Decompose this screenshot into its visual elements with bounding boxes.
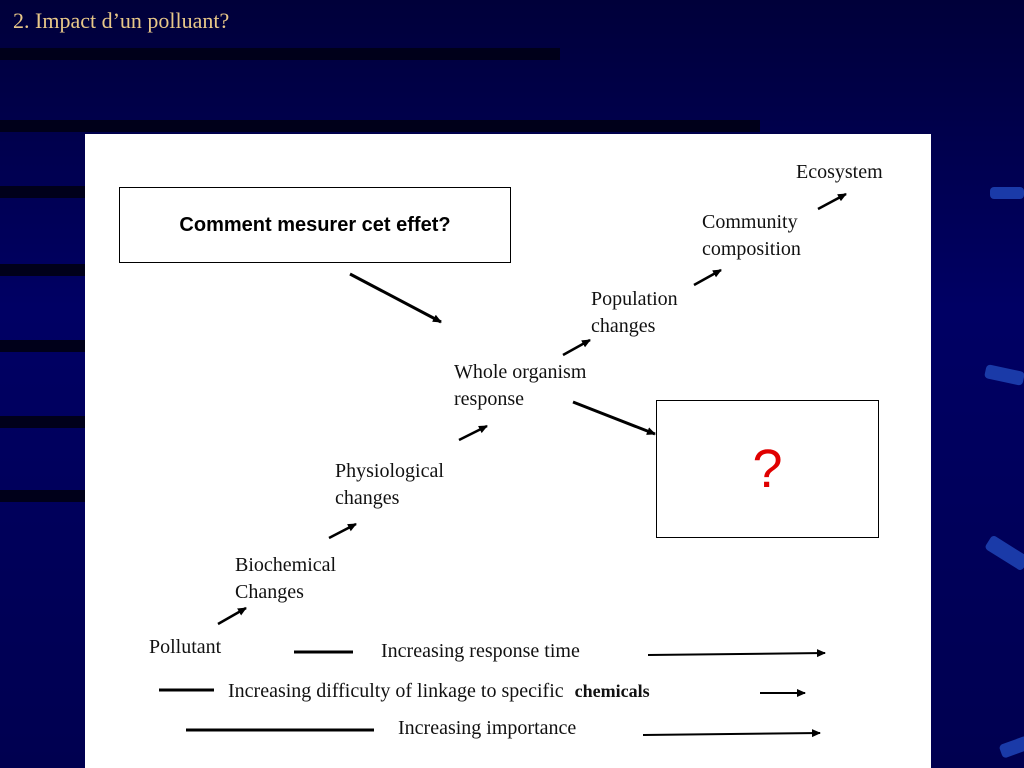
- stage-label: composition: [702, 238, 801, 260]
- stage-label: Physiological: [335, 460, 444, 482]
- arrows-layer: [159, 192, 847, 738]
- stage-label: changes: [591, 315, 656, 337]
- stage-label: Pollutant: [149, 636, 222, 658]
- slide-title: 2. Impact d’un polluant?: [13, 8, 230, 33]
- linkage-text: Increasing difficulty of linkage to spec…: [228, 680, 564, 702]
- stage-label: Whole organism: [454, 361, 587, 383]
- stage-label: Community: [702, 211, 798, 233]
- background-stripe: [0, 264, 85, 276]
- linkage-chemicals-text: chemicals: [574, 681, 650, 701]
- stage-whole-organism: Whole organism response: [454, 359, 586, 413]
- response-time-arrow: [647, 649, 826, 658]
- response-time-label: Increasing response time: [381, 640, 580, 662]
- stage-physiological: Physiological changes: [335, 458, 444, 512]
- background-stripe: [0, 186, 85, 198]
- diagram-panel: Pollutant Biochemical Changes Physiologi…: [85, 134, 931, 768]
- step-arrow: [328, 522, 357, 540]
- stage-population: Population changes: [591, 286, 678, 340]
- decor-swoosh: [998, 735, 1024, 759]
- background-stripe: [0, 120, 760, 132]
- unknown-box: ?: [656, 400, 879, 538]
- background-stripe: [0, 340, 85, 352]
- question-mark: ?: [752, 439, 783, 499]
- stage-label: changes: [335, 487, 400, 509]
- step-arrow: [693, 268, 722, 287]
- stage-label: Population: [591, 288, 678, 310]
- decor-swoosh: [983, 364, 1024, 386]
- question-text: Comment mesurer cet effet?: [179, 213, 451, 236]
- stage-ecosystem: Ecosystem: [796, 159, 883, 186]
- importance-arrow: [642, 729, 821, 738]
- stage-pollutant: Pollutant: [149, 634, 221, 661]
- linkage-label: Increasing difficulty of linkage to spec…: [228, 680, 650, 703]
- stage-label: response: [454, 388, 524, 410]
- decor-swoosh: [984, 534, 1024, 572]
- question-pointer-arrow: [349, 272, 442, 324]
- stage-label: Changes: [235, 581, 304, 603]
- background-stripe: [0, 490, 85, 502]
- stage-label: Biochemical: [235, 554, 337, 576]
- question-box: Comment mesurer cet effet?: [119, 187, 511, 263]
- decor-swoosh: [990, 187, 1024, 199]
- stage-label: Ecosystem: [796, 161, 883, 183]
- stage-community: Community composition: [702, 209, 801, 263]
- step-arrow: [217, 606, 247, 626]
- step-arrow: [458, 424, 488, 442]
- unknown-pointer-arrow: [572, 400, 656, 436]
- background-stripe: [0, 416, 85, 428]
- importance-label: Increasing importance: [398, 717, 577, 739]
- step-arrow: [817, 192, 847, 211]
- stage-biochemical: Biochemical Changes: [235, 552, 336, 606]
- background-stripe: [0, 48, 560, 60]
- step-arrow: [562, 338, 591, 357]
